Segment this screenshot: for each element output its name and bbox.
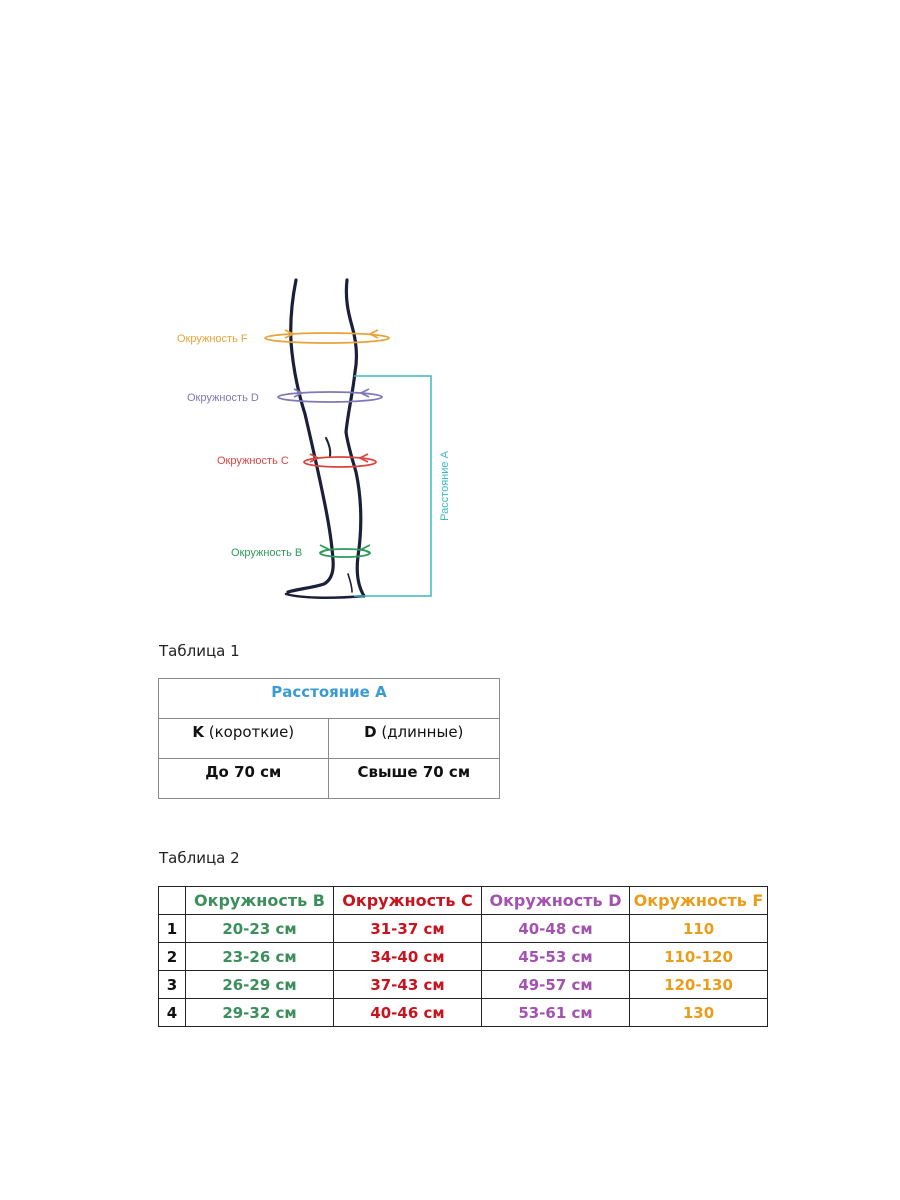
table-1-type-row: K (короткие) D (длинные) <box>158 718 501 759</box>
cell-f: 120-130 <box>629 970 768 999</box>
label-circumference-d: Окружность D <box>187 392 259 404</box>
label-circumference-b: Окружность B <box>231 547 302 559</box>
cell-d: 45-53 см <box>481 942 630 971</box>
table-1-header: Расстояние А <box>158 678 500 719</box>
circumference-d-arrow-right <box>358 388 370 398</box>
circumference-c-ellipse <box>303 456 377 468</box>
table-row: 1 20-23 см 31-37 см 40-48 см 110 <box>158 914 768 943</box>
cell-b: 29-32 см <box>185 998 334 1027</box>
circumference-d-ellipse <box>277 391 383 403</box>
cell-c: 31-37 см <box>333 914 482 943</box>
distance-a-bracket <box>354 375 432 597</box>
circumference-f-ellipse <box>264 332 390 344</box>
cell-b: 26-29 см <box>185 970 334 999</box>
table-row: 4 29-32 см 40-46 см 53-61 см 130 <box>158 998 768 1027</box>
circumference-d-arrow-left <box>293 388 305 398</box>
cell-d: 49-57 см <box>481 970 630 999</box>
label-circumference-c: Окружность С <box>217 455 289 467</box>
table-1-distance: Расстояние А K (короткие) D (длинные) До… <box>158 678 501 799</box>
label-circumference-f: Окружность F <box>177 333 248 345</box>
circumference-f-arrow-right <box>367 329 379 339</box>
circumference-b-arrow-right <box>359 544 371 554</box>
table-1-long-value: Свыше 70 см <box>327 758 501 799</box>
cell-f: 110 <box>629 914 768 943</box>
circumference-c-arrow-right <box>357 453 369 463</box>
circumference-d <box>277 388 383 403</box>
cell-b: 20-23 см <box>185 914 334 943</box>
circumference-c-arrow-left <box>309 453 321 463</box>
table-2-corner-cell <box>158 886 186 915</box>
circumference-b-arrow-left <box>319 544 331 554</box>
table-2-header-row: Окружность В Окружность С Окружность D О… <box>158 886 768 915</box>
cell-b: 23-26 см <box>185 942 334 971</box>
cell-d: 53-61 см <box>481 998 630 1027</box>
row-number: 3 <box>158 970 186 999</box>
long-text: (длинные) <box>376 723 464 741</box>
circumference-f <box>264 329 390 344</box>
cell-c: 40-46 см <box>333 998 482 1027</box>
cell-d: 40-48 см <box>481 914 630 943</box>
table-2-caption: Таблица 2 <box>159 849 240 867</box>
table-1-value-row: До 70 см Свыше 70 см <box>158 758 501 799</box>
table-row: 2 23-26 см 34-40 см 45-53 см 110-120 <box>158 942 768 971</box>
circumference-b <box>319 544 371 558</box>
table-1-short-type: K (короткие) <box>158 718 329 759</box>
short-code: K <box>192 723 204 741</box>
table-row: 3 26-29 см 37-43 см 49-57 см 120-130 <box>158 970 768 999</box>
leg-diagram: Окружность F Окружность D Окружность С О… <box>177 278 451 599</box>
row-number: 1 <box>158 914 186 943</box>
table-1-caption: Таблица 1 <box>159 642 240 660</box>
long-code: D <box>364 723 377 741</box>
cell-c: 34-40 см <box>333 942 482 971</box>
row-number: 4 <box>158 998 186 1027</box>
ankle-detail <box>347 573 353 593</box>
table-2-header-b: Окружность В <box>185 886 334 915</box>
table-1-header-row: Расстояние А <box>158 678 500 719</box>
table-2-header-f: Окружность F <box>629 886 768 915</box>
table-2-circumference: Окружность В Окружность С Окружность D О… <box>158 886 768 1027</box>
table-1-short-value: До 70 см <box>158 758 329 799</box>
leg-back-contour <box>286 278 335 594</box>
table-2-header-d: Окружность D <box>481 886 630 915</box>
cell-f: 110-120 <box>629 942 768 971</box>
table-1-long-type: D (длинные) <box>327 718 501 759</box>
cell-c: 37-43 см <box>333 970 482 999</box>
short-text: (короткие) <box>203 723 295 741</box>
row-number: 2 <box>158 942 186 971</box>
knee-detail <box>325 437 332 457</box>
foot-sole <box>284 592 366 599</box>
cell-f: 130 <box>629 998 768 1027</box>
circumference-f-arrow-left <box>284 329 296 339</box>
label-distance-a: Расстояние А <box>439 450 451 520</box>
table-2-header-c: Окружность С <box>333 886 482 915</box>
circumference-c <box>303 453 377 468</box>
